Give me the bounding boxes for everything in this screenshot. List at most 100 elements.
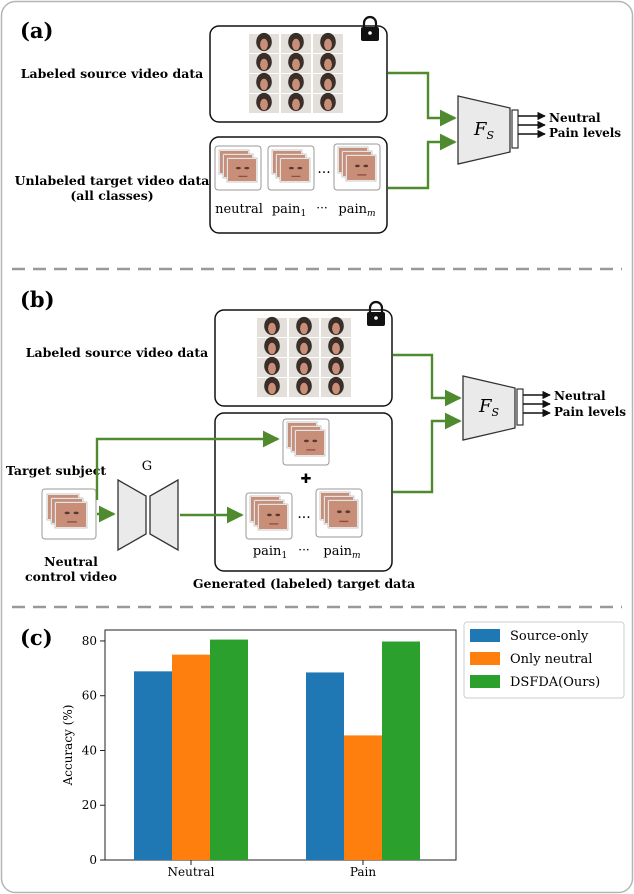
bar-only-neutral-neutral bbox=[172, 654, 210, 860]
source-frame-thumbnail bbox=[249, 72, 279, 93]
source-frame-thumbnail bbox=[313, 52, 343, 73]
panel-b-label: (b) bbox=[20, 287, 55, 312]
output-pain-levels: Pain levels bbox=[549, 126, 621, 140]
source-frame-thumbnail bbox=[281, 92, 311, 113]
lock-icon-b bbox=[367, 300, 385, 326]
face-frame bbox=[279, 157, 311, 183]
arrow-source-to-model bbox=[388, 71, 457, 127]
y-tick-label: 0 bbox=[89, 853, 97, 867]
source-frame-thumbnail bbox=[313, 32, 343, 53]
face-stack-pain-1 bbox=[267, 145, 315, 191]
neutral-control-video bbox=[41, 488, 97, 540]
source-thumbnail-grid bbox=[249, 32, 343, 113]
target-data-sublabel: (all classes) bbox=[70, 188, 153, 203]
source-frame-thumbnail bbox=[249, 32, 279, 53]
generator-shape bbox=[117, 478, 179, 552]
source-frame-thumbnail bbox=[281, 72, 311, 93]
source-frame-thumbnail bbox=[289, 336, 319, 357]
source-frame-thumbnail bbox=[257, 376, 287, 397]
source-frame-thumbnail bbox=[321, 356, 351, 377]
legend-label: DSFDA(Ours) bbox=[510, 675, 600, 690]
model-output-layer-b bbox=[516, 388, 524, 426]
output-pain-levels-b: Pain levels bbox=[554, 405, 626, 419]
target-subject-label: Target subject bbox=[6, 463, 107, 478]
bar-dsfda-ours--pain bbox=[382, 641, 420, 860]
face-frame bbox=[226, 157, 258, 183]
neutral-video-label: Neutral bbox=[44, 554, 98, 569]
face-frame bbox=[327, 499, 359, 529]
legend-label: Only neutral bbox=[510, 652, 592, 667]
source-data-label: Labeled source video data bbox=[21, 66, 203, 81]
ellipsis: ··· bbox=[317, 165, 330, 181]
face-frame bbox=[54, 501, 88, 529]
lock-icon bbox=[361, 15, 379, 41]
y-tick-label: 80 bbox=[82, 634, 97, 648]
panel-c-label: (c) bbox=[20, 625, 53, 650]
bar-source-only-neutral bbox=[134, 671, 172, 860]
model-output-layer bbox=[511, 109, 519, 149]
face-frame bbox=[345, 154, 377, 182]
panel-a: (a) Labeled source video data Unlabeled … bbox=[15, 15, 621, 234]
gen-frame-ellipsis: ··· bbox=[298, 543, 309, 557]
x-tick-label: Pain bbox=[350, 865, 377, 879]
arrow-generated-to-model-b bbox=[393, 412, 462, 494]
bar-dsfda-ours--neutral bbox=[210, 639, 248, 860]
y-tick-label: 40 bbox=[82, 743, 97, 757]
generated-data-label: Generated (labeled) target data bbox=[193, 576, 415, 591]
model-fs-trapezoid-b bbox=[462, 375, 516, 441]
arrow-target-to-model bbox=[388, 133, 457, 190]
source-frame-thumbnail bbox=[313, 72, 343, 93]
face-frame bbox=[257, 503, 289, 531]
source-frame-thumbnail bbox=[249, 92, 279, 113]
source-frame-thumbnail bbox=[281, 52, 311, 73]
neutral-video-sublabel: control video bbox=[25, 569, 117, 584]
y-axis-label: Accuracy (%) bbox=[61, 705, 75, 787]
source-frame-thumbnail bbox=[289, 316, 319, 337]
bar-source-only-pain bbox=[306, 672, 344, 860]
source-frame-thumbnail bbox=[249, 52, 279, 73]
generated-face-pain-1 bbox=[245, 492, 293, 540]
source-frame-thumbnail bbox=[281, 32, 311, 53]
plus-icon: ✚ bbox=[301, 472, 312, 487]
source-data-label-b: Labeled source video data bbox=[26, 345, 208, 360]
source-thumbnail-grid-b bbox=[257, 316, 351, 397]
panel-b: (b) Labeled source video data ✚ ··· pain… bbox=[6, 287, 626, 591]
arrow-video-to-generated-neutral bbox=[95, 430, 280, 500]
target-data-label: Unlabeled target video data bbox=[15, 173, 210, 188]
output-neutral: Neutral bbox=[549, 111, 601, 125]
panel-a-label: (a) bbox=[20, 18, 53, 43]
model-fs-trapezoid bbox=[457, 95, 511, 165]
bar-only-neutral-pain bbox=[344, 735, 382, 860]
generator-label: G bbox=[142, 459, 152, 474]
legend-swatch bbox=[470, 629, 500, 642]
source-frame-thumbnail bbox=[321, 376, 351, 397]
frame-label-pain-1: pain1 bbox=[272, 202, 306, 219]
face-stack-pain-m bbox=[333, 143, 381, 191]
source-frame-thumbnail bbox=[289, 376, 319, 397]
output-neutral-b: Neutral bbox=[554, 389, 606, 403]
face-frame bbox=[294, 429, 326, 457]
x-tick-label: Neutral bbox=[168, 865, 215, 879]
face-stack-neutral bbox=[214, 145, 262, 191]
frame-ellipsis: ··· bbox=[316, 201, 327, 215]
gen-label-pain-1: pain1 bbox=[253, 544, 287, 561]
generated-face-pain-m bbox=[315, 488, 363, 538]
source-frame-thumbnail bbox=[257, 336, 287, 357]
frame-label-neutral: neutral bbox=[215, 202, 263, 217]
generated-ellipsis: ··· bbox=[297, 510, 310, 526]
generated-neutral-face bbox=[282, 418, 330, 466]
source-frame-thumbnail bbox=[313, 92, 343, 113]
source-frame-thumbnail bbox=[289, 356, 319, 377]
arrow-source-to-model-b bbox=[393, 353, 462, 407]
legend-swatch bbox=[470, 652, 500, 665]
source-frame-thumbnail bbox=[321, 316, 351, 337]
legend-swatch bbox=[470, 675, 500, 688]
source-frame-thumbnail bbox=[257, 356, 287, 377]
y-tick-label: 20 bbox=[82, 798, 97, 812]
model-fs-label: FS bbox=[473, 119, 495, 142]
y-tick-label: 60 bbox=[82, 689, 97, 703]
legend-label: Source-only bbox=[510, 629, 589, 644]
